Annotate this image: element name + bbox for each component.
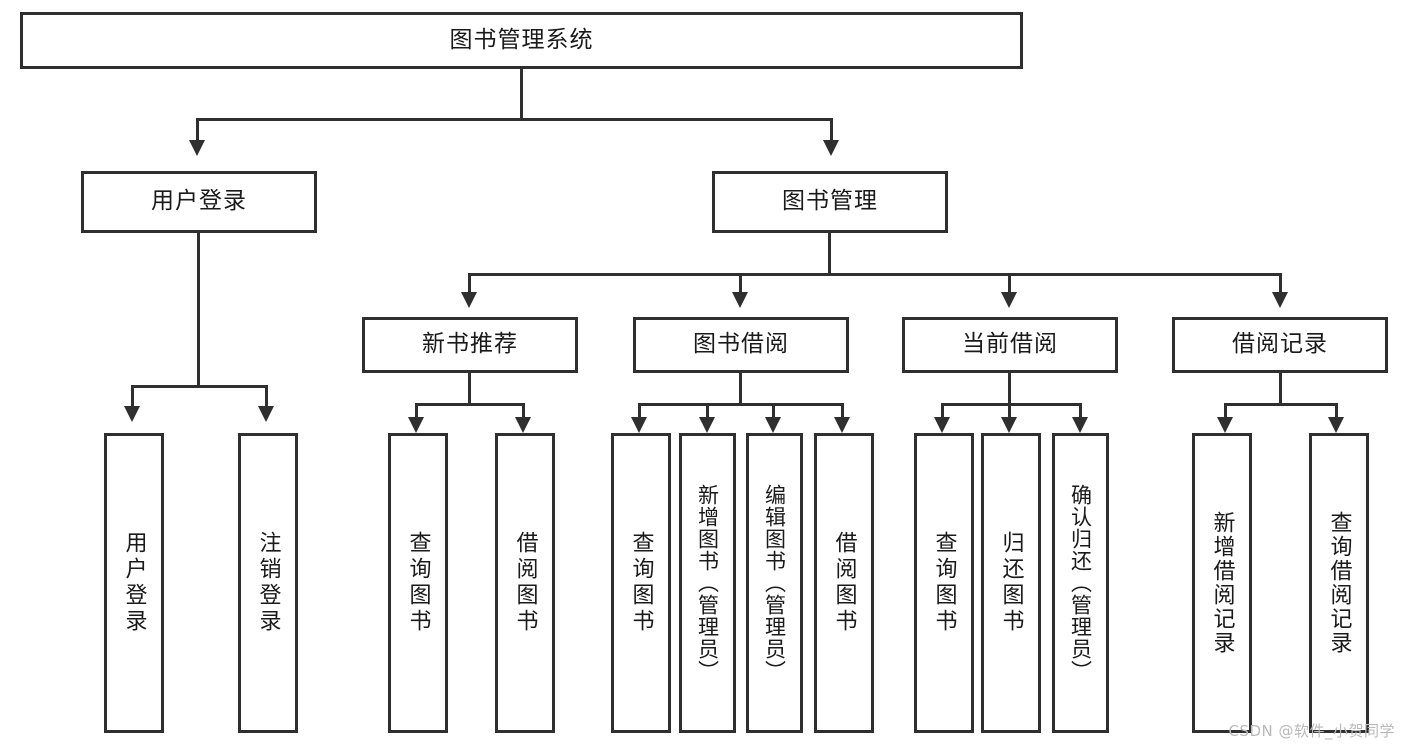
edge-currentborrow-bus — [941, 403, 1082, 406]
arrow-to-user-login — [189, 140, 205, 156]
node-label: 图书借阅 — [693, 331, 789, 358]
arrow-to-leaf-query-book-1 — [408, 417, 424, 433]
node-label: 确认归还（管理员） — [1068, 484, 1093, 682]
node-label: 注销登录 — [255, 531, 281, 635]
edge-userlogin-drop-2 — [265, 385, 268, 409]
leaf-query-borrow-record[interactable]: 查询借阅记录 — [1309, 433, 1369, 733]
edge-currentborrow-drop-2 — [1008, 403, 1011, 419]
node-label: 图书管理系统 — [449, 26, 594, 53]
node-user-login[interactable]: 用户登录 — [81, 171, 317, 233]
node-label: 新增借阅记录 — [1209, 511, 1235, 655]
node-book-management[interactable]: 图书管理 — [712, 171, 948, 233]
node-label: 借阅记录 — [1232, 331, 1328, 358]
edge-bookborrow-stem — [739, 373, 742, 406]
arrow-to-book-management — [823, 140, 839, 156]
edge-newbook-stem — [468, 373, 471, 406]
node-label: 查询借阅记录 — [1326, 511, 1352, 655]
leaf-edit-book-admin[interactable]: 编辑图书（管理员） — [746, 433, 803, 733]
node-label: 借阅图书 — [831, 531, 857, 635]
node-label: 用户登录 — [121, 531, 147, 635]
edge-bookmgmt-drop-4 — [1279, 273, 1282, 295]
arrow-to-leaf-add-book — [699, 417, 715, 433]
edge-bookmgmt-bus — [468, 273, 1282, 276]
arrow-to-leaf-query-record — [1328, 417, 1344, 433]
node-root-system[interactable]: 图书管理系统 — [20, 12, 1023, 69]
node-label: 编辑图书（管理员） — [762, 484, 787, 682]
arrow-to-leaf-borrow-book-1 — [515, 417, 531, 433]
leaf-query-book-current[interactable]: 查询图书 — [914, 433, 974, 733]
node-label: 当前借阅 — [962, 331, 1058, 358]
edge-userlogin-drop-1 — [131, 385, 134, 409]
node-borrow-record[interactable]: 借阅记录 — [1172, 317, 1388, 373]
leaf-query-book-borrow[interactable]: 查询图书 — [611, 433, 671, 733]
node-label: 查询图书 — [628, 531, 654, 635]
edge-bookmgmt-drop-3 — [1008, 273, 1011, 295]
edge-newbook-drop-1 — [415, 403, 418, 419]
node-label: 新增图书（管理员） — [695, 484, 720, 682]
node-new-book-recommend[interactable]: 新书推荐 — [362, 317, 578, 373]
edge-currentborrow-drop-3 — [1079, 403, 1082, 419]
edge-bookmgmt-drop-1 — [468, 273, 471, 295]
edge-userlogin-stem — [197, 233, 200, 388]
leaf-user-login[interactable]: 用户登录 — [104, 433, 164, 733]
edge-bookborrow-drop-2 — [706, 403, 709, 419]
arrow-to-borrow-record — [1272, 292, 1288, 308]
edge-borrowrecord-stem — [1279, 373, 1282, 406]
arrow-to-leaf-return-book — [1001, 417, 1017, 433]
edge-newbook-drop-2 — [522, 403, 525, 419]
arrow-to-leaf-query-book-2 — [631, 417, 647, 433]
edge-userlogin-bus — [131, 385, 268, 388]
edge-borrowrecord-bus — [1224, 403, 1338, 406]
edge-root-stem — [520, 69, 523, 119]
edge-root-bus — [196, 118, 833, 121]
arrow-to-leaf-edit-book — [765, 417, 781, 433]
leaf-add-book-admin[interactable]: 新增图书（管理员） — [679, 433, 736, 733]
edge-root-drop-bookmgmt — [830, 118, 833, 143]
edge-bookmgmt-stem — [828, 233, 831, 275]
edge-bookmgmt-drop-2 — [739, 273, 742, 295]
node-current-borrow[interactable]: 当前借阅 — [902, 317, 1118, 373]
node-label: 归还图书 — [998, 531, 1024, 635]
arrow-to-book-borrow — [732, 292, 748, 308]
arrow-to-leaf-add-record — [1217, 417, 1233, 433]
edge-borrowrecord-drop-2 — [1335, 403, 1338, 419]
leaf-add-borrow-record[interactable]: 新增借阅记录 — [1192, 433, 1252, 733]
edge-bookborrow-drop-4 — [841, 403, 844, 419]
edge-bookborrow-drop-1 — [638, 403, 641, 419]
node-label: 查询图书 — [931, 531, 957, 635]
arrow-to-leaf-borrow-book-2 — [834, 417, 850, 433]
arrow-to-leaf-user-login — [124, 406, 140, 422]
node-book-borrow[interactable]: 图书借阅 — [633, 317, 849, 373]
arrow-to-leaf-logout — [258, 406, 274, 422]
edge-bookborrow-drop-3 — [772, 403, 775, 419]
node-label: 借阅图书 — [512, 531, 538, 635]
leaf-logout[interactable]: 注销登录 — [238, 433, 298, 733]
arrow-to-leaf-query-book-3 — [934, 417, 950, 433]
node-label: 查询图书 — [405, 531, 431, 635]
leaf-borrow-book-borrow[interactable]: 借阅图书 — [814, 433, 874, 733]
leaf-query-book-recommend[interactable]: 查询图书 — [388, 433, 448, 733]
arrow-to-leaf-confirm-return — [1072, 417, 1088, 433]
node-label: 新书推荐 — [422, 331, 518, 358]
edge-currentborrow-drop-1 — [941, 403, 944, 419]
leaf-return-book[interactable]: 归还图书 — [981, 433, 1041, 733]
arrow-to-new-book-recommend — [461, 292, 477, 308]
edge-newbook-bus — [415, 403, 525, 406]
leaf-confirm-return-admin[interactable]: 确认归还（管理员） — [1052, 433, 1109, 733]
node-label: 用户登录 — [151, 188, 247, 215]
edge-currentborrow-stem — [1008, 373, 1011, 406]
node-label: 图书管理 — [782, 188, 878, 215]
leaf-borrow-book-recommend[interactable]: 借阅图书 — [495, 433, 555, 733]
arrow-to-current-borrow — [1001, 292, 1017, 308]
edge-root-drop-userlogin — [196, 118, 199, 143]
edge-bookborrow-bus — [638, 403, 844, 406]
edge-borrowrecord-drop-1 — [1224, 403, 1227, 419]
